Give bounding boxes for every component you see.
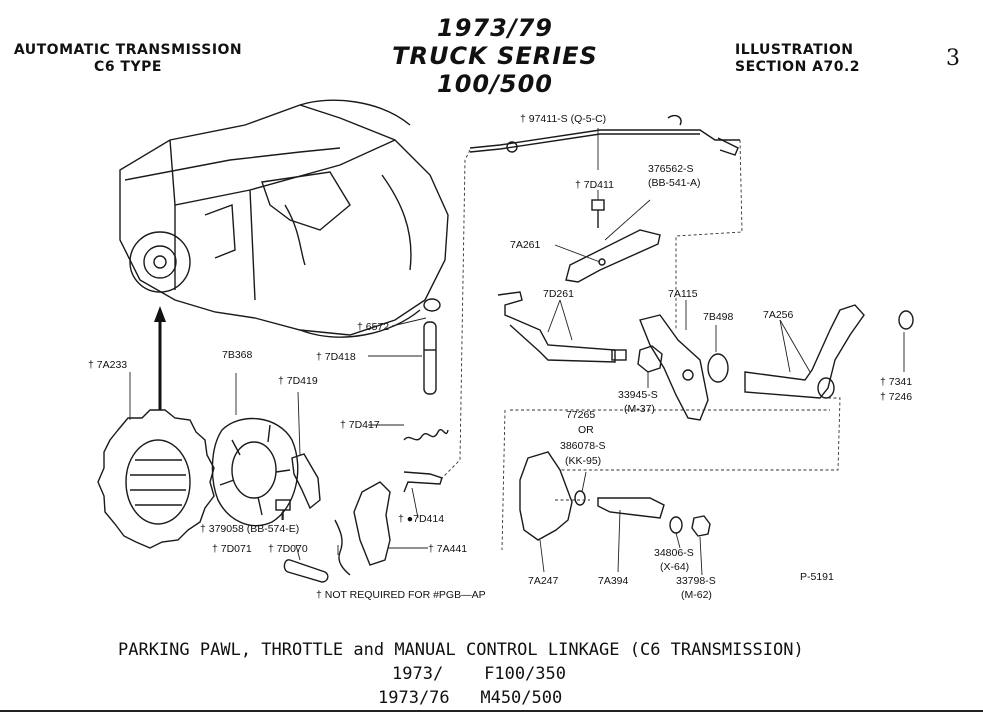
label-7d418: † 7D418 bbox=[316, 351, 356, 363]
shield-plate-drawing bbox=[211, 417, 299, 527]
rod-7d414-drawing bbox=[403, 471, 443, 493]
label-7a247: 7A247 bbox=[528, 575, 559, 587]
heading-line: AUTOMATIC TRANSMISSION bbox=[13, 42, 243, 58]
nut-33798-drawing bbox=[691, 515, 711, 537]
bottom-rule bbox=[0, 710, 983, 712]
heading-line: ILLUSTRATION bbox=[735, 42, 854, 58]
label-33798-s: 33798-S bbox=[676, 575, 716, 587]
pin-7d071-drawing bbox=[283, 559, 329, 583]
label-or: OR bbox=[578, 424, 594, 436]
pawl-7a441-drawing bbox=[353, 481, 391, 566]
label-97411-s: † 97411-S (Q-5-C) bbox=[520, 113, 606, 125]
sector-7a247-drawing bbox=[519, 451, 573, 541]
transmission-case-drawing bbox=[119, 99, 449, 338]
spring-7d417-drawing bbox=[403, 429, 449, 441]
label-7a256: 7A256 bbox=[763, 309, 794, 321]
label-7d417: † 7D417 bbox=[340, 419, 380, 431]
page-number: 3 bbox=[946, 46, 960, 71]
label-376562-s-code: (BB-541-A) bbox=[648, 177, 701, 189]
label-7a233: † 7A233 bbox=[88, 359, 127, 371]
label-7d419: † 7D419 bbox=[278, 375, 318, 387]
label-7b498: 7B498 bbox=[703, 311, 734, 323]
truck-series-title: 1973/79 TRUCK SERIES 100/500 bbox=[330, 14, 660, 98]
label-7a115: 7A115 bbox=[668, 288, 698, 300]
arrow-to-gear bbox=[154, 306, 166, 410]
part-labels: † 97411-S (Q-5-C) 376562-S (BB-541-A) † … bbox=[88, 113, 912, 601]
footnote-not-required: † NOT REQUIRED FOR #PGB—AP bbox=[316, 589, 486, 601]
label-34806-s-code: (X-64) bbox=[660, 561, 689, 573]
caption-model-range-1: 1973/ F100/350 bbox=[392, 664, 566, 684]
lever-7a394-drawing bbox=[597, 497, 665, 519]
seal-7b498-drawing bbox=[707, 353, 729, 383]
label-386078-s-code: (KK-95) bbox=[565, 455, 601, 467]
title-line: 1973/79 bbox=[437, 14, 553, 42]
shift-rod-drawing bbox=[469, 114, 740, 156]
lever-7a256-drawing bbox=[744, 304, 865, 399]
parking-gear-drawing bbox=[97, 409, 215, 549]
label-7d261: 7D261 bbox=[543, 288, 574, 300]
shaft-7d261-drawing bbox=[497, 291, 627, 363]
detent-plate-drawing bbox=[639, 314, 709, 421]
pin-7d418-drawing bbox=[423, 298, 441, 395]
leader-lines bbox=[129, 128, 905, 576]
label-7d071: † 7D071 bbox=[212, 543, 252, 555]
nut-33945-drawing bbox=[637, 345, 663, 373]
label-7d411: † 7D411 bbox=[575, 179, 614, 191]
bolt-379058-drawing bbox=[275, 499, 291, 520]
label-33798-s-code: (M-62) bbox=[681, 589, 712, 601]
title-line: TRUCK SERIES 100/500 bbox=[392, 42, 598, 98]
heading-line: SECTION A70.2 bbox=[735, 59, 861, 75]
label-386078-s: 386078-S bbox=[560, 440, 606, 452]
label-7a441: † 7A441 bbox=[428, 543, 467, 555]
label-376562-s: 376562-S bbox=[648, 163, 694, 175]
label-7a394: 7A394 bbox=[598, 575, 629, 587]
exploded-parts-diagram: † 97411-S (Q-5-C) 376562-S (BB-541-A) † … bbox=[88, 99, 914, 601]
label-34806-s: 34806-S bbox=[654, 547, 694, 559]
label-77265: 77265 bbox=[566, 409, 595, 421]
bracket-7d419-drawing bbox=[291, 453, 321, 510]
label-7b368: 7B368 bbox=[222, 349, 253, 361]
plug-7341-drawing bbox=[898, 310, 914, 330]
caption-model-range-2: 1973/76 M450/500 bbox=[378, 688, 563, 708]
bolt-7d411-drawing bbox=[591, 199, 605, 228]
spring-7d070-drawing bbox=[334, 519, 351, 576]
label-33945-s: 33945-S bbox=[618, 389, 658, 401]
heading-line: C6 TYPE bbox=[94, 59, 162, 75]
label-379058: † 379058 (BB-574-E) bbox=[200, 523, 299, 535]
washer-34806-drawing bbox=[669, 516, 683, 534]
label-7d070: † 7D070 bbox=[268, 543, 308, 555]
figure-caption: PARKING PAWL, THROTTLE and MANUAL CONTRO… bbox=[118, 640, 804, 660]
label-drawing-reference: P-5191 bbox=[800, 571, 834, 583]
lever-7a261-drawing bbox=[565, 229, 661, 283]
label-7341: † 7341 bbox=[880, 376, 912, 388]
label-33945-s-code: (M-37) bbox=[624, 403, 655, 415]
transmission-type-heading: AUTOMATIC TRANSMISSION C6 TYPE bbox=[8, 42, 248, 76]
washer-386078-drawing bbox=[574, 490, 586, 506]
assembly-path-lines bbox=[439, 139, 841, 551]
label-7a261: 7A261 bbox=[510, 239, 541, 251]
illustration-section-heading: ILLUSTRATION SECTION A70.2 bbox=[735, 42, 875, 76]
label-7246: † 7246 bbox=[880, 391, 912, 403]
label-6572: † 6572 bbox=[357, 321, 389, 333]
label-7d414: † ●7D414 bbox=[398, 513, 444, 525]
